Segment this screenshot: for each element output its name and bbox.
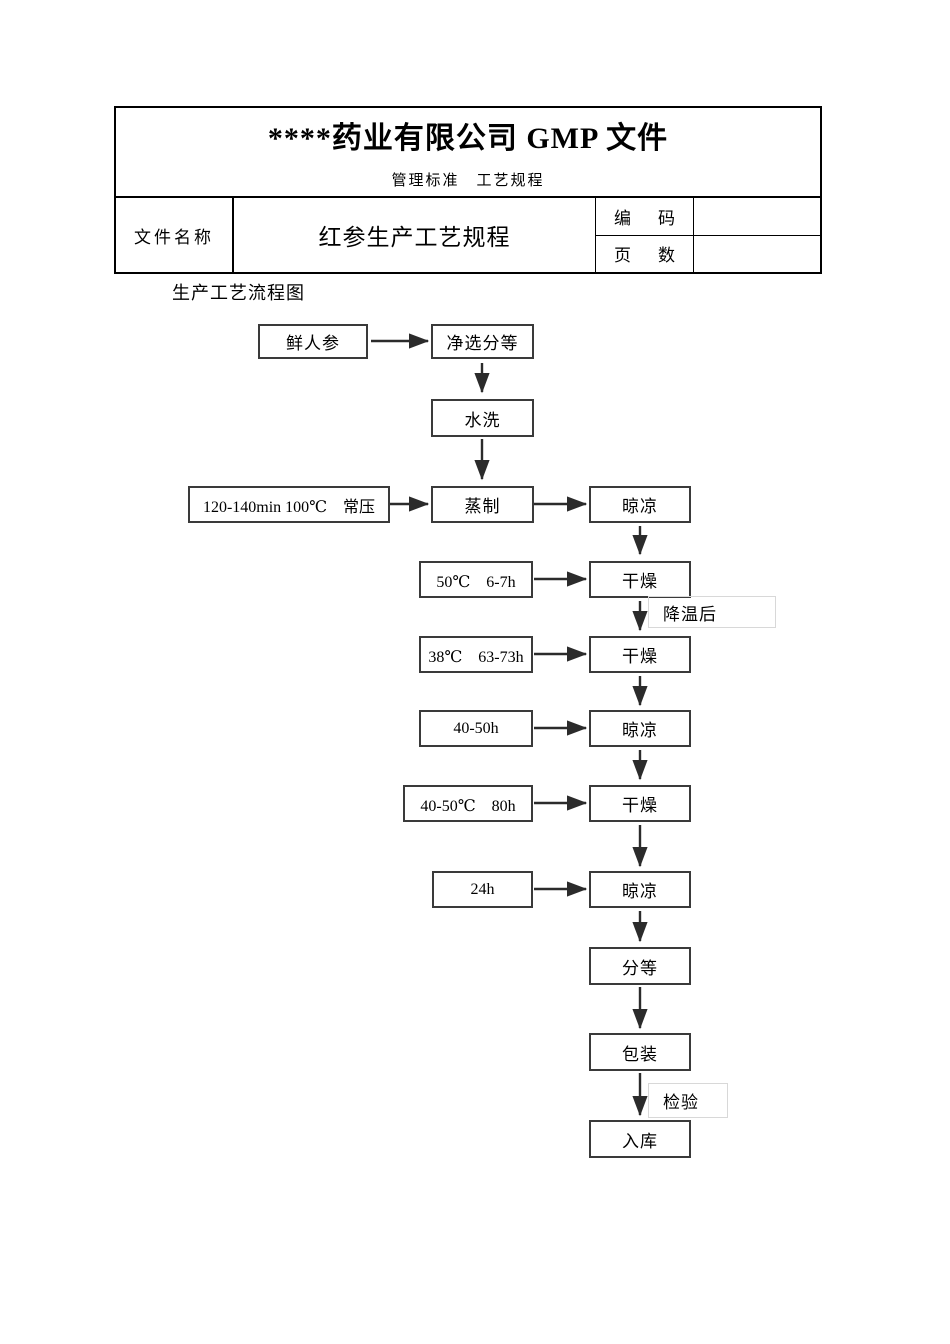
doc-title-row: ****药业有限公司 GMP 文件 (116, 108, 820, 162)
doc-subtitle-row: 管理标准 工艺规程 (116, 162, 820, 196)
flowchart-caption: 生产工艺流程图 (172, 283, 305, 303)
doc-meta-cells: 编 码 页 数 (596, 198, 820, 272)
code-label: 编 码 (596, 198, 694, 235)
doc-category-label: 管理标准 工艺规程 (391, 172, 545, 189)
code-row: 编 码 (596, 198, 820, 236)
page-title: ****药业有限公司 GMP 文件 (267, 122, 669, 155)
file-name-value: 红参生产工艺规程 (234, 198, 596, 272)
pages-label: 页 数 (596, 235, 694, 272)
pages-row: 页 数 (596, 235, 820, 272)
document-header-table: ****药业有限公司 GMP 文件 管理标准 工艺规程 文件名称 红参生产工艺规… (114, 106, 822, 274)
file-name-label: 文件名称 (116, 198, 234, 272)
doc-info-row: 文件名称 红参生产工艺规程 编 码 页 数 (116, 196, 820, 272)
